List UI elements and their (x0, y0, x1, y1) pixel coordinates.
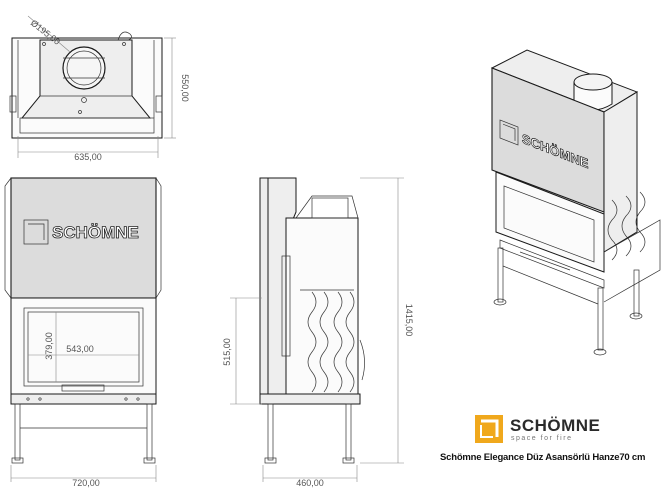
brand-name: SCHÖMNE (510, 416, 601, 435)
side-firebox (285, 217, 359, 405)
side-depth-label: 460,00 (296, 478, 324, 488)
front-hood (10, 177, 157, 299)
front-view: SCHÖMNE 543,00 379,00 720,00 (4, 177, 162, 488)
brand-tagline: space for fire (511, 435, 573, 442)
front-door (10, 297, 157, 395)
door-width-label: 543,00 (66, 344, 94, 354)
top-depth-label: 550,00 (180, 74, 190, 102)
overall-height-label: 1415,00 (404, 304, 414, 337)
top-width-label: 635,00 (74, 152, 102, 162)
overall-width-label: 720,00 (72, 478, 100, 488)
isometric-view: SCHÖMNE (490, 49, 661, 356)
door-handle (61, 384, 105, 392)
product-caption: Schömne Elegance Düz Asansörlü Hanze70 c… (440, 452, 646, 463)
brand-logo: SCHÖMNE space for fire (474, 414, 664, 444)
side-view: 515,00 1415,00 460,00 (222, 177, 414, 488)
side-opening-label: 515,00 (222, 338, 232, 366)
iso-door (495, 171, 605, 273)
top-view: Ø195,00 550,00 635,00 (9, 15, 190, 162)
svg-text:SCHÖMNE: SCHÖMNE (52, 223, 139, 242)
square-bracket-icon (475, 415, 503, 443)
front-logo: SCHÖMNE (23, 219, 139, 245)
door-height-label: 379,00 (44, 332, 54, 360)
flue-collar (62, 46, 106, 90)
door-glass (23, 307, 144, 387)
